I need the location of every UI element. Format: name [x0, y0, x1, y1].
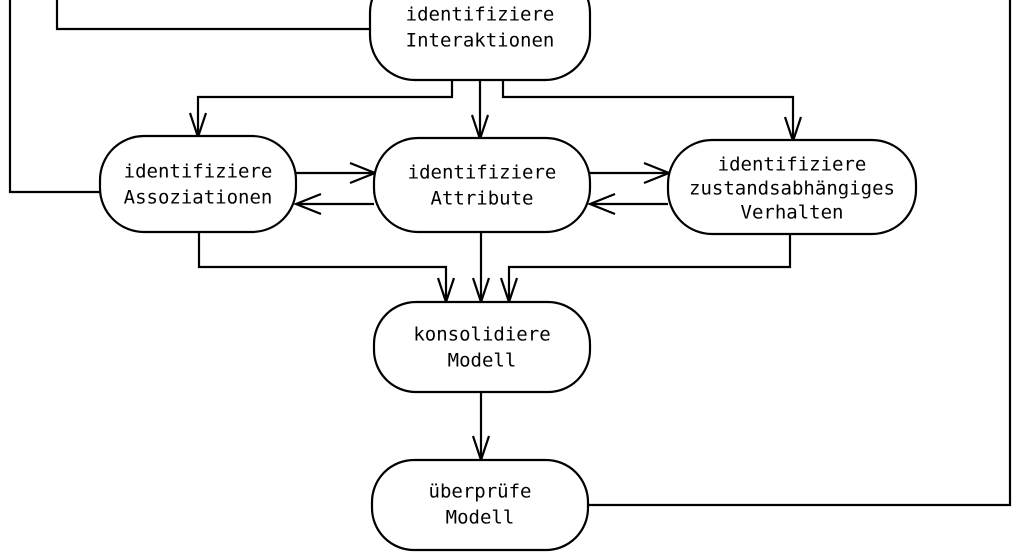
node-label-verhalten-line1: identifiziere — [718, 154, 867, 176]
edge-interaktionen-bus-right — [501, 78, 795, 141]
node-label-ueberpruefe-line2: Modell — [446, 507, 515, 529]
node-identifiziere-assoziationen[interactable]: identifiziere Assoziationen — [98, 134, 298, 234]
node-label-konsolidiere-line1: konsolidiere — [413, 324, 550, 346]
node-shape-assoziationen — [98, 134, 298, 234]
edge-feedback-left-to-assoziationen — [8, 0, 101, 194]
node-identifiziere-interaktionen[interactable]: identifiziere Interaktionen — [368, 0, 592, 82]
node-label-konsolidiere-line2: Modell — [448, 350, 517, 372]
edge-verhalten-to-konsolidiere — [507, 233, 792, 302]
edge-interaktionen-bus-left — [196, 78, 454, 137]
node-label-attribute-line1: identifiziere — [408, 162, 557, 184]
node-shape-interaktionen — [368, 0, 592, 82]
node-label-verhalten-line3: Verhalten — [741, 202, 844, 224]
node-shape-attribute — [372, 136, 592, 234]
node-label-assoziationen-line2: Assoziationen — [124, 187, 273, 209]
node-layer: identifiziere Interaktionen identifizier… — [98, 0, 918, 552]
node-shape-verhalten — [666, 138, 918, 236]
node-shape-ueberpruefe — [370, 458, 590, 552]
edge-assoziationen-to-konsolidiere — [197, 231, 448, 302]
arrowhead-attribute-to-assoziationen — [293, 192, 322, 216]
node-label-attribute-line2: Attribute — [431, 188, 534, 210]
edge-layer — [8, 0, 1012, 507]
node-label-interaktionen-line1: identifiziere — [406, 4, 555, 26]
arrowhead-verhalten-to-attribute — [587, 192, 616, 216]
edge-ueberpruefe-feedback-right — [588, 0, 1012, 507]
node-ueberpruefe-modell[interactable]: überprüfe Modell — [370, 458, 590, 552]
node-label-assoziationen-line1: identifiziere — [124, 161, 273, 183]
edge-feedback-to-interaktionen — [55, 0, 372, 31]
node-shape-konsolidiere — [372, 300, 592, 394]
node-label-ueberpruefe-line1: überprüfe — [429, 481, 532, 503]
node-identifiziere-zustandsabhaengiges-verhalten[interactable]: identifiziere zustandsabhängiges Verhalt… — [666, 138, 918, 236]
node-konsolidiere-modell[interactable]: konsolidiere Modell — [372, 300, 592, 394]
node-label-verhalten-line2: zustandsabhängiges — [689, 178, 895, 200]
node-identifiziere-attribute[interactable]: identifiziere Attribute — [372, 136, 592, 234]
node-label-interaktionen-line2: Interaktionen — [406, 30, 555, 52]
